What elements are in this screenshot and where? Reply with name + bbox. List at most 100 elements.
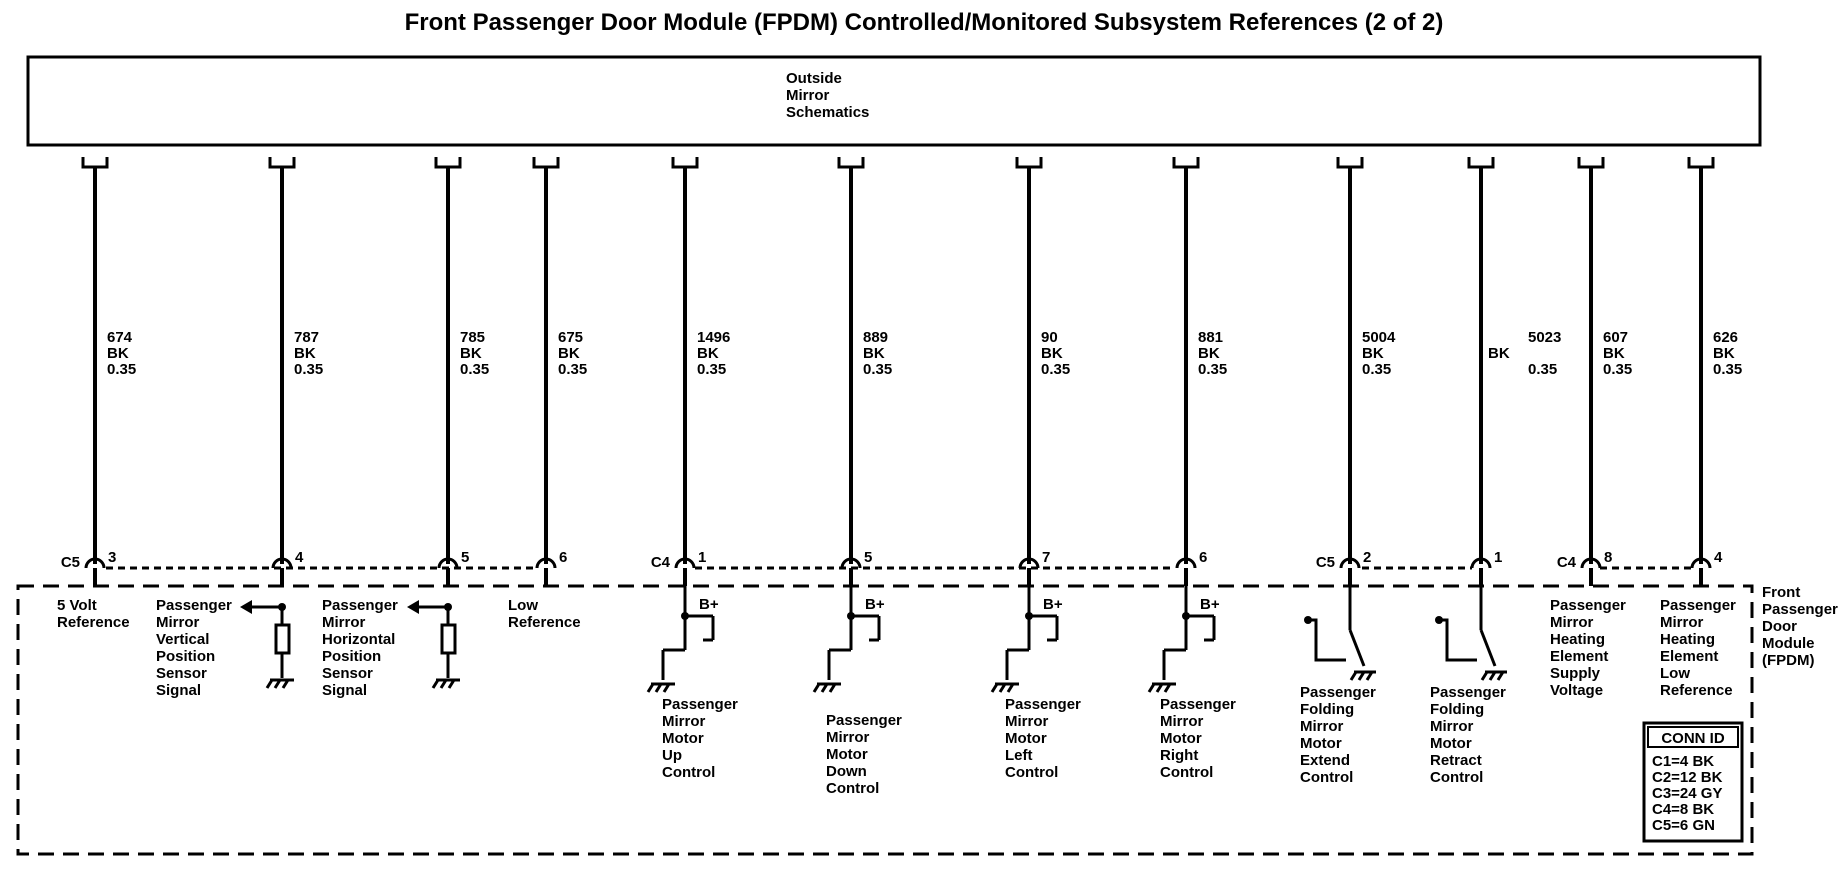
connector-id: C5 — [1316, 554, 1335, 571]
circuit-number: 675 — [558, 329, 583, 346]
top-terminal-cup — [1172, 157, 1200, 169]
pin-cap — [674, 557, 696, 569]
ground-symbol-icon — [1349, 670, 1376, 681]
circuit-number: 5004 — [1362, 329, 1396, 346]
pin-cap — [1175, 557, 1197, 569]
function-label-line: Up — [662, 747, 682, 764]
wire-color-label: BK — [1603, 345, 1625, 362]
function-label-line: Control — [826, 780, 879, 797]
top-terminal-cup — [81, 157, 109, 169]
function-label-line: Mirror — [156, 614, 200, 631]
ground-symbol-icon — [1480, 670, 1507, 681]
function-label-line: Mirror — [1160, 713, 1204, 730]
circuit-number: 785 — [460, 329, 485, 346]
function-label-line: Down — [826, 763, 867, 780]
ground-symbol-icon — [1147, 682, 1176, 693]
function-label-line: Mirror — [1005, 713, 1049, 730]
wire-w9: 5004BK0.352C5PassengerFoldingMirrorMotor… — [1300, 157, 1396, 786]
sensor-output-arrow — [407, 600, 419, 614]
pin-cap — [1470, 557, 1492, 569]
wire-gauge: 0.35 — [107, 361, 136, 378]
circuit-number: 889 — [863, 329, 888, 346]
function-label-line: Mirror — [1430, 718, 1474, 735]
battery-positive-label: B+ — [1043, 596, 1063, 613]
function-label-line: Mirror — [662, 713, 706, 730]
ground-symbol-icon — [265, 678, 294, 689]
conn-id-table: CONN ID C1=4 BK C2=12 BK C3=24 GY C4=8 B… — [1642, 721, 1744, 843]
function-label-line: Signal — [322, 682, 367, 699]
function-label-line: Mirror — [826, 729, 870, 746]
conn-id-outer-box — [1642, 721, 1744, 843]
ground-symbol-icon — [646, 682, 675, 693]
wire-gauge: 0.35 — [1603, 361, 1632, 378]
module-label-line4: Module — [1762, 635, 1815, 652]
function-label-line: Passenger — [1160, 696, 1236, 713]
function-label-line: Mirror — [1660, 614, 1704, 631]
wire-gauge: 0.35 — [460, 361, 489, 378]
wire-w2: 787BK0.354PassengerMirrorVerticalPositio… — [156, 157, 323, 699]
pin-cap — [535, 557, 557, 569]
function-label-line: Position — [322, 648, 381, 665]
function-label-line: Left — [1005, 747, 1033, 764]
pin-number: 1 — [698, 549, 706, 566]
pin-number: 1 — [1494, 549, 1502, 566]
sensor-output-arrow — [240, 600, 252, 614]
conn-id-header-box — [1647, 726, 1739, 748]
function-label-line: Passenger — [1550, 597, 1626, 614]
motor-control-switch: B+ — [990, 586, 1063, 693]
top-terminal-cup — [1336, 157, 1364, 169]
folding-motor-switch — [1435, 586, 1507, 681]
function-label-line: Sensor — [156, 665, 207, 682]
motor-control-switch: B+ — [1147, 586, 1220, 693]
function-label-line: Motor — [1300, 735, 1342, 752]
folding-motor-switch — [1304, 586, 1376, 681]
function-label-line: 5 Volt — [57, 597, 97, 614]
wire-gauge: 0.35 — [1041, 361, 1070, 378]
function-label-line: Element — [1550, 648, 1608, 665]
outside-mirror-component-box — [26, 55, 1762, 147]
wire-color-label: BK — [294, 345, 316, 362]
switch-return-lead — [1439, 618, 1477, 662]
module-label-line5: (FPDM) — [1762, 652, 1815, 669]
function-label-line: Mirror — [1550, 614, 1594, 631]
circuit-number: 787 — [294, 329, 319, 346]
function-label-line: Control — [1430, 769, 1483, 786]
function-label-line: Folding — [1430, 701, 1484, 718]
pin-number: 7 — [1042, 549, 1050, 566]
top-terminal-cup — [837, 157, 865, 169]
wire-color-label: BK — [460, 345, 482, 362]
function-label-line: Element — [1660, 648, 1718, 665]
wire-gauge: 0.35 — [1713, 361, 1742, 378]
function-label-line: Low — [508, 597, 538, 614]
pin-cap — [840, 557, 862, 569]
function-label-line: Extend — [1300, 752, 1350, 769]
wire-color-label: BK — [1198, 345, 1220, 362]
function-label-line: Motor — [826, 746, 868, 763]
motor-control-switch: B+ — [812, 586, 885, 693]
function-label-line: Heating — [1550, 631, 1605, 648]
function-label-line: Motor — [662, 730, 704, 747]
wire-gauge: 0.35 — [558, 361, 587, 378]
wire-w10: BK50230.351PassengerFoldingMirrorMotorRe… — [1430, 157, 1561, 786]
outside-mirror-label-line2: Mirror — [786, 87, 830, 104]
connector-id: C5 — [61, 554, 80, 571]
circuit-number: 626 — [1713, 329, 1738, 346]
top-terminal-cup — [1687, 157, 1715, 169]
top-terminal-cup — [1015, 157, 1043, 169]
top-terminal-cup — [268, 157, 296, 169]
function-label-line: Passenger — [322, 597, 398, 614]
circuit-number: 674 — [107, 329, 133, 346]
pin-cap — [84, 557, 106, 569]
pin-number: 3 — [108, 549, 116, 566]
top-terminal-cup — [532, 157, 560, 169]
ground-symbol-icon — [812, 682, 841, 693]
function-label-line: Mirror — [1300, 718, 1344, 735]
wire-w8: 881BK0.356PassengerMirrorMotorRightContr… — [1160, 157, 1236, 781]
horizontal-position-sensor — [407, 600, 457, 678]
top-terminal-cup — [434, 157, 462, 169]
function-label-line: Passenger — [1005, 696, 1081, 713]
function-label-line: Passenger — [662, 696, 738, 713]
